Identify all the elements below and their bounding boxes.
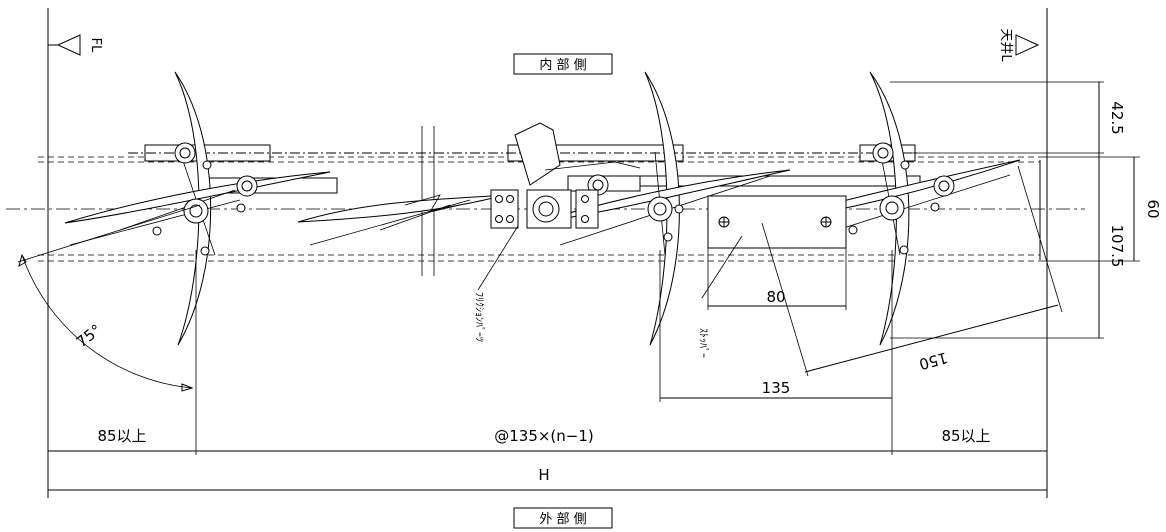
top-offset-dimension: 42.5 [890, 81, 1126, 154]
exterior-side-label: 外 部 側 [513, 507, 613, 529]
stopper-width-dimension: 80 [707, 248, 847, 310]
interior-side-label: 内 部 側 [513, 53, 613, 75]
louver-blade-left [64, 71, 331, 346]
angle-value: 75° [73, 321, 105, 352]
friction-part [490, 122, 641, 229]
stopper-part-label: ｽﾄｯﾊﾟｰ [697, 328, 709, 358]
louver-blade-center [527, 71, 791, 346]
svg-text:内 部 側: 内 部 側 [539, 57, 586, 73]
ceiling-level-marker: 天井L [998, 28, 1040, 62]
side-depth-dimension: 60 [1040, 156, 1162, 262]
overall-height-dimension: H [48, 466, 1047, 491]
pitch-value: @135×(n−1) [494, 427, 594, 445]
right-margin-value: 85以上 [941, 427, 990, 445]
friction-leader-line [477, 225, 519, 291]
margin-pitch-dimension-row: 85以上 @135×(n−1) 85以上 [48, 395, 1047, 455]
louver-blade-center-left [297, 194, 506, 246]
stopper-leader-line [701, 235, 743, 299]
stopper-width-value: 80 [766, 288, 785, 306]
left-margin-value: 85以上 [97, 427, 146, 445]
overall-height-value: H [538, 466, 549, 484]
side-depth-value: 60 [1144, 199, 1162, 218]
top-offset-value: 42.5 [1108, 101, 1126, 134]
stopper-part [707, 195, 847, 249]
angle-dimension: 75° [17, 204, 201, 395]
stopper-offset-value: 135 [762, 379, 791, 397]
frame-depth-dimension: 107.5 [890, 153, 1126, 339]
ceiling-label: 天井L [998, 28, 1013, 62]
frame-depth-value: 107.5 [1108, 225, 1126, 268]
fl-label: FL [88, 38, 103, 53]
reach-value: 150 [917, 348, 949, 373]
friction-part-label: ﾌﾘｸｼｮﾝﾊﾟｰﾂ [473, 292, 485, 342]
fl-level-marker: FL [48, 34, 103, 56]
svg-text:外 部 側: 外 部 側 [539, 512, 586, 527]
stopper-offset-dimension: 135 [659, 250, 893, 402]
